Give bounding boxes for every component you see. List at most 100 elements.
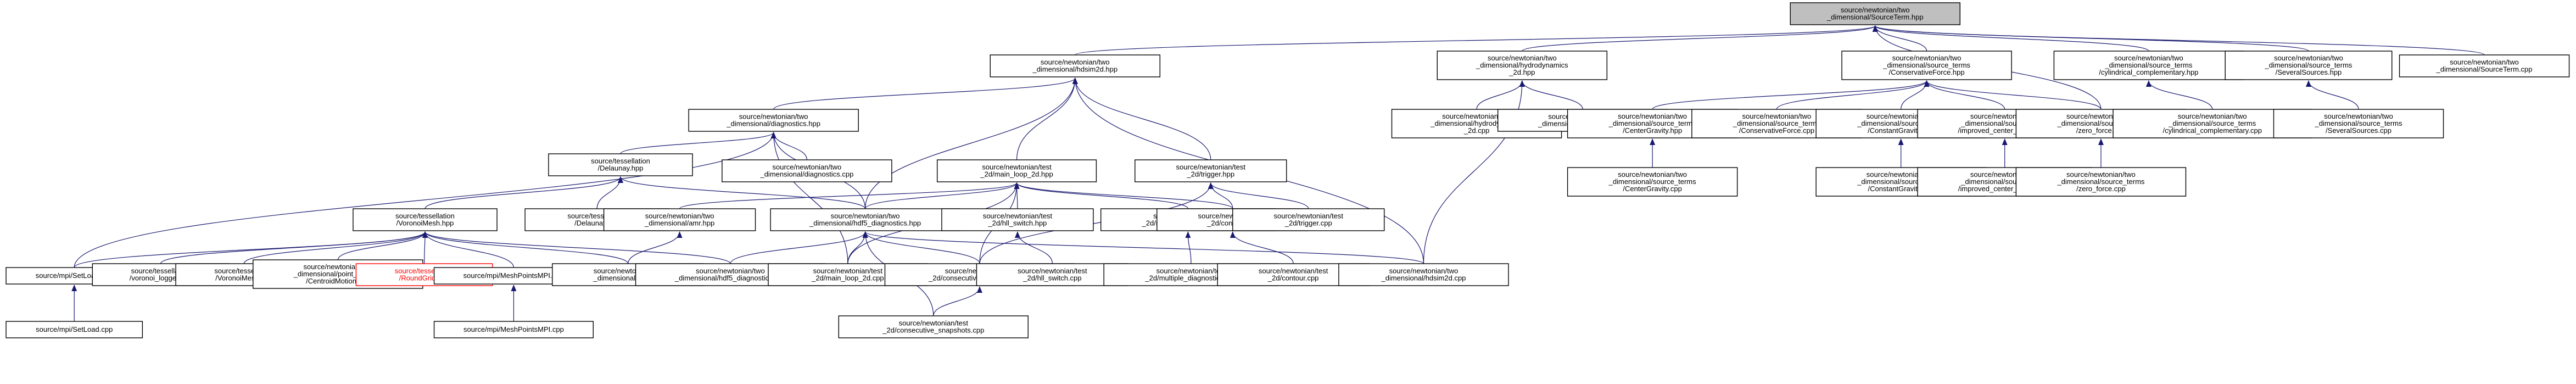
node-cf[interactable]: source/newtonian/two_dimensional/source_… xyxy=(1841,51,2012,80)
node-label-line: source/newtonian/test xyxy=(1018,267,1087,275)
node-label-line: source/mpi/MeshPointsMPI.hpp xyxy=(463,271,565,280)
node-label-line: source/newtonian/two xyxy=(739,113,808,121)
node-diagcpp[interactable]: source/newtonian/two_dimensional/diagnos… xyxy=(722,159,892,182)
edge-vmcpp-to-vm xyxy=(243,231,428,264)
node-label-line: _dimensional/source_terms xyxy=(2057,177,2144,186)
edge-simp-to-hydro xyxy=(1519,80,1583,110)
edge-hdf5cpp-to-hdf5 xyxy=(730,231,868,264)
edge-hdsimcpp-to-hdf5 xyxy=(863,231,1424,264)
node-label-line: source/newtonian/test xyxy=(982,163,1052,171)
node-label-line: source/newtonian/two xyxy=(1488,54,1557,62)
node-amr[interactable]: source/newtonian/two_dimensional/amr.hpp xyxy=(603,208,756,231)
nodes-layer: source/newtonian/two _dimensional/SourceT… xyxy=(5,2,2570,338)
node-cyl[interactable]: source/newtonian/two_dimensional/source_… xyxy=(2053,51,2244,80)
node-hdf5[interactable]: source/newtonian/two_dimensional/hdf5_di… xyxy=(770,208,960,231)
node-conscpp[interactable]: source/newtonian/test_2d/consecutive_sna… xyxy=(838,315,1029,338)
node-diag[interactable]: source/newtonian/two_dimensional/diagnos… xyxy=(688,109,859,132)
edges-layer xyxy=(71,25,2485,322)
edge-rg-to-vm xyxy=(422,231,428,264)
edge-hdf5-to-main xyxy=(865,182,1020,209)
edge-contcpp-to-cont xyxy=(1230,231,1294,264)
node-hdsimcpp[interactable]: source/newtonian/two_dimensional/hdsim2d… xyxy=(1338,263,1509,286)
node-label-line: _dimensional/source_terms xyxy=(2104,61,2192,69)
node-hllccpp[interactable]: source/newtonian/test_2d/hll_switch.cpp xyxy=(976,263,1129,286)
edge-hydro-to-st xyxy=(1522,25,1878,52)
node-trigcpp[interactable]: source/newtonian/test_2d/trigger.cpp xyxy=(1232,208,1385,231)
node-label-line: /Delaunay.hpp xyxy=(598,164,644,172)
edge-cont-to-main xyxy=(1014,182,1233,209)
edge-cons-to-hdf5 xyxy=(862,231,980,264)
node-hllc[interactable]: source/newtonian/test_2d/hll_switch.hpp xyxy=(941,208,1094,231)
node-sev[interactable]: source/newtonian/two_dimensional/source_… xyxy=(2225,51,2393,80)
edge-diag-to-hdsim xyxy=(773,77,1078,110)
node-label-line: /VoronoiMesh.hpp xyxy=(396,219,454,227)
edge-hllccpp-to-hllc xyxy=(1014,231,1053,264)
node-label-line: _dimensional/source_terms xyxy=(1882,61,1970,69)
node-box xyxy=(1437,51,1608,80)
node-label-line: _dimensional/SourceTerm.cpp xyxy=(2436,65,2533,74)
edge-cylcpp-to-cyl xyxy=(2145,80,2213,110)
edge-trig-to-hdsim xyxy=(1072,77,1211,160)
node-label-line: /cylindrical_complementary.hpp xyxy=(2099,68,2198,76)
edge-cgr-to-cf xyxy=(1901,80,1930,110)
node-hydro[interactable]: source/newtonian/two_dimensional/hydrody… xyxy=(1437,51,1608,80)
node-label-line: _dimensional/source_terms xyxy=(1733,119,1820,127)
edge-hdf5-to-hdsim xyxy=(865,77,1078,209)
node-label-line: source/newtonian/two xyxy=(1041,58,1110,66)
node-vm[interactable]: source/tessellation/VoronoiMesh.hpp xyxy=(353,208,498,231)
node-box xyxy=(936,159,1097,182)
node-label-line: source/newtonian/test xyxy=(1156,267,1226,275)
node-label-line: _2d.cpp xyxy=(1463,126,1489,135)
node-label-line: source/newtonian/two xyxy=(831,212,900,220)
node-label-line: source/newtonian/two xyxy=(303,263,372,271)
node-cgcpp[interactable]: source/newtonian/two_dimensional/source_… xyxy=(1567,167,1738,197)
node-box xyxy=(941,208,1094,231)
edge-conscpp-to-cons xyxy=(933,286,982,316)
node-del[interactable]: source/tessellation/Delaunay.hpp xyxy=(548,153,693,176)
node-label-line: _2d/hll_switch.hpp xyxy=(987,219,1047,227)
node-label-line: _dimensional/source_terms xyxy=(2168,119,2256,127)
node-box xyxy=(353,208,498,231)
node-label-line: /SeveralSources.cpp xyxy=(2326,126,2391,135)
edge-cons-to-trig xyxy=(979,182,1214,264)
node-label-line: source/newtonian/two xyxy=(1892,54,1962,62)
node-box xyxy=(433,321,594,338)
node-mpmcpp[interactable]: source/mpi/MeshPointsMPI.cpp xyxy=(433,321,594,338)
node-zfcpp[interactable]: source/newtonian/two_dimensional/source_… xyxy=(2015,167,2187,197)
node-label-line: /cylindrical_complementary.cpp xyxy=(2163,126,2262,135)
node-main[interactable]: source/newtonian/test_2d/main_loop_2d.hp… xyxy=(936,159,1097,182)
node-box xyxy=(688,109,859,132)
edge-amr-to-main xyxy=(679,182,1020,209)
node-label-line: source/newtonian/test xyxy=(1274,212,1344,220)
node-label-line: _dimensional/source_terms xyxy=(1608,177,1696,186)
node-sevcpp[interactable]: source/newtonian/two_dimensional/source_… xyxy=(2273,109,2444,138)
node-setloadcpp[interactable]: source/mpi/SetLoad.cpp xyxy=(5,321,143,338)
node-label-line: _2d/main_loop_2d.hpp xyxy=(980,170,1053,179)
node-trig[interactable]: source/newtonian/test_2d/trigger.hpp xyxy=(1135,159,1287,182)
node-label-line: source/newtonian/two xyxy=(2066,170,2136,179)
edge-zf-to-cf xyxy=(1924,80,2102,110)
node-label-line: source/tessellation xyxy=(591,157,650,165)
node-box xyxy=(1232,208,1385,231)
node-label-line: _dimensional/source_terms xyxy=(2264,61,2352,69)
node-label-line: _2d/trigger.cpp xyxy=(1284,219,1332,227)
node-box xyxy=(976,263,1129,286)
edge-amrcpp-to-amr xyxy=(628,231,683,264)
node-label-line: source/newtonian/two xyxy=(1618,112,1687,120)
node-hdsim[interactable]: source/newtonian/two_dimensional/hdsim2d… xyxy=(990,54,1161,77)
node-label-line: source/tessellation xyxy=(395,212,455,220)
node-box xyxy=(2273,109,2444,138)
node-box xyxy=(1338,263,1509,286)
node-label-line: source/mpi/MeshPointsMPI.cpp xyxy=(463,325,564,333)
node-box xyxy=(548,153,693,176)
node-label-line: _2d/main_loop_2d.cpp xyxy=(811,274,884,282)
node-box xyxy=(2015,167,2187,197)
node-stcpp[interactable]: source/newtonian/two_dimensional/SourceT… xyxy=(2399,54,2570,77)
node-label-line: source/newtonian/two xyxy=(645,212,714,220)
node-label-line: /ConservativeForce.hpp xyxy=(1889,68,1965,76)
node-label-line: _2d/consecutive_snapshots.cpp xyxy=(882,326,984,335)
node-box xyxy=(1135,159,1287,182)
node-label-line: _dimensional/hdsim2d.cpp xyxy=(1381,274,1466,282)
node-label-line: /zero_force.cpp xyxy=(2076,185,2126,193)
node-label-line: source/newtonian/test xyxy=(899,319,969,327)
